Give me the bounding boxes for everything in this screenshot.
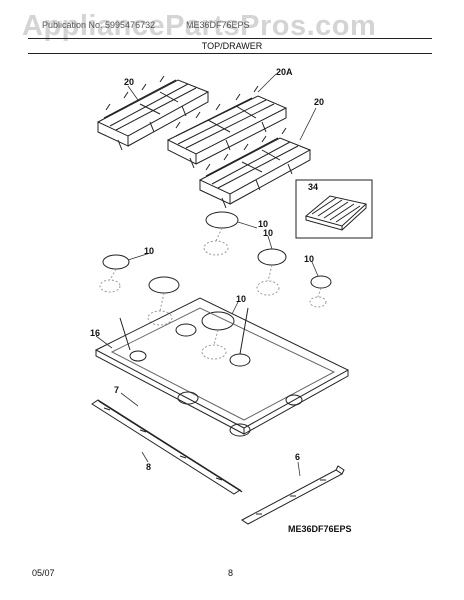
header-rule-bottom (28, 53, 432, 54)
grate-20-right (198, 127, 312, 209)
callout-7: 7 (114, 385, 119, 395)
grate-20-left (96, 75, 210, 151)
section-title: TOP/DRAWER (201, 41, 263, 51)
burner-cap-left (102, 254, 130, 270)
callout-20-right: 20 (314, 97, 324, 107)
front-trim-7-8 (91, 399, 243, 495)
cooktop-top-16 (94, 297, 350, 437)
side-trim-6 (241, 465, 345, 525)
callout-20A: 20A (276, 67, 293, 77)
burner-cap-far-right (310, 275, 332, 289)
callout-10-top: 10 (258, 219, 268, 229)
burner-cap-right (257, 248, 287, 266)
model-number: ME36DF76EPS (186, 20, 250, 30)
callout-10-far-right: 10 (304, 254, 314, 264)
header-rule-top (28, 38, 432, 39)
burner-cap-top (205, 211, 239, 229)
burner-cap-mid-left (148, 276, 180, 294)
burner-heads (99, 227, 327, 360)
watermark-text: AppliancePartsPros.com (22, 10, 377, 42)
footer-date: 05/07 (32, 568, 55, 578)
callout-34: 34 (308, 182, 318, 192)
callout-10-right: 10 (263, 228, 273, 238)
griddle-inset-box (295, 179, 373, 239)
grate-20A-center (166, 85, 288, 169)
burner-cap-center (201, 311, 235, 331)
callout-8: 8 (146, 462, 151, 472)
callout-10-center: 10 (236, 294, 246, 304)
callout-20-left: 20 (124, 77, 134, 87)
leader-lines (95, 73, 319, 477)
callout-6: 6 (295, 452, 300, 462)
diagram-code: ME36DF76EPS (288, 524, 352, 534)
footer-page-number: 8 (228, 568, 234, 578)
callout-16: 16 (90, 328, 100, 338)
publication-number: Publication No. 5995476732 (42, 20, 156, 30)
callout-10-left: 10 (144, 246, 154, 256)
